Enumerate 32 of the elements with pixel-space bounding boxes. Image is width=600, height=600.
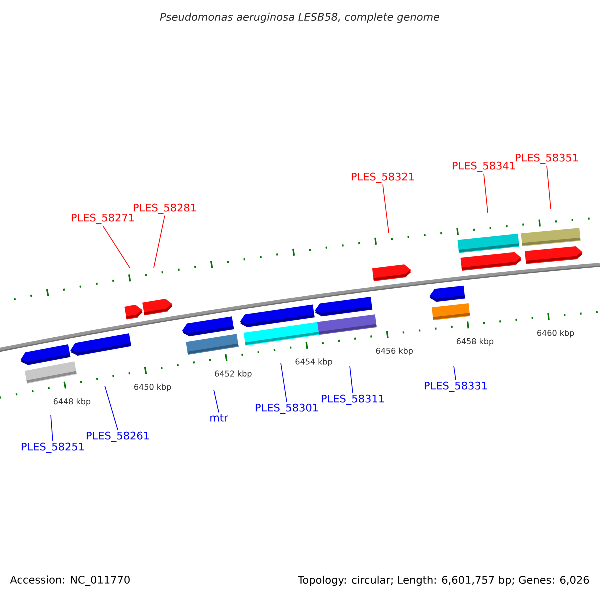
leader-line xyxy=(154,215,166,268)
leader-line xyxy=(280,362,288,403)
accession-text: Accession: NC_011770 xyxy=(10,576,130,586)
leader-line xyxy=(104,386,118,431)
scale-label: 6456 kbp xyxy=(376,348,414,356)
leader-line xyxy=(214,390,220,414)
gene-label: mtr xyxy=(210,414,228,422)
gene-label: PLES_58261 xyxy=(86,432,150,442)
scale-label: 6450 kbp xyxy=(134,384,172,392)
gene-label: PLES_58301 xyxy=(256,404,318,414)
scale-label: 6448 kbp xyxy=(54,398,91,406)
scale-label: 6460 kbp xyxy=(538,330,574,338)
leader-line xyxy=(102,225,130,268)
leader-line xyxy=(546,165,552,210)
scale-label: 6458 kbp xyxy=(456,338,494,346)
gene-label: PLES_58331 xyxy=(424,382,488,392)
genome-summary: Topology: circular; Length: 6,601,757 bp; Genes: 6,026 xyxy=(298,576,590,586)
leader-line xyxy=(350,366,354,394)
gene-label: PLES_58321 xyxy=(352,172,414,184)
leader-line xyxy=(382,184,390,234)
leader-line xyxy=(454,366,456,381)
gene-label: PLES_58251 xyxy=(22,442,84,454)
gene-label: PLES_58351 xyxy=(516,154,578,164)
leader-line xyxy=(484,173,488,214)
gene-label: PLES_58281 xyxy=(134,204,196,214)
leader-line xyxy=(50,414,54,442)
gene-label: PLES_58311 xyxy=(322,394,384,406)
title: Pseudomonas aeruginosa LESB58, complete genome xyxy=(160,12,440,24)
gene-label: PLES_58341 xyxy=(452,162,516,172)
gene-label: PLES_58271 xyxy=(72,214,134,224)
scale-label: 6454 kbp xyxy=(296,358,332,366)
scale-label: 6452 kbp xyxy=(215,370,252,378)
